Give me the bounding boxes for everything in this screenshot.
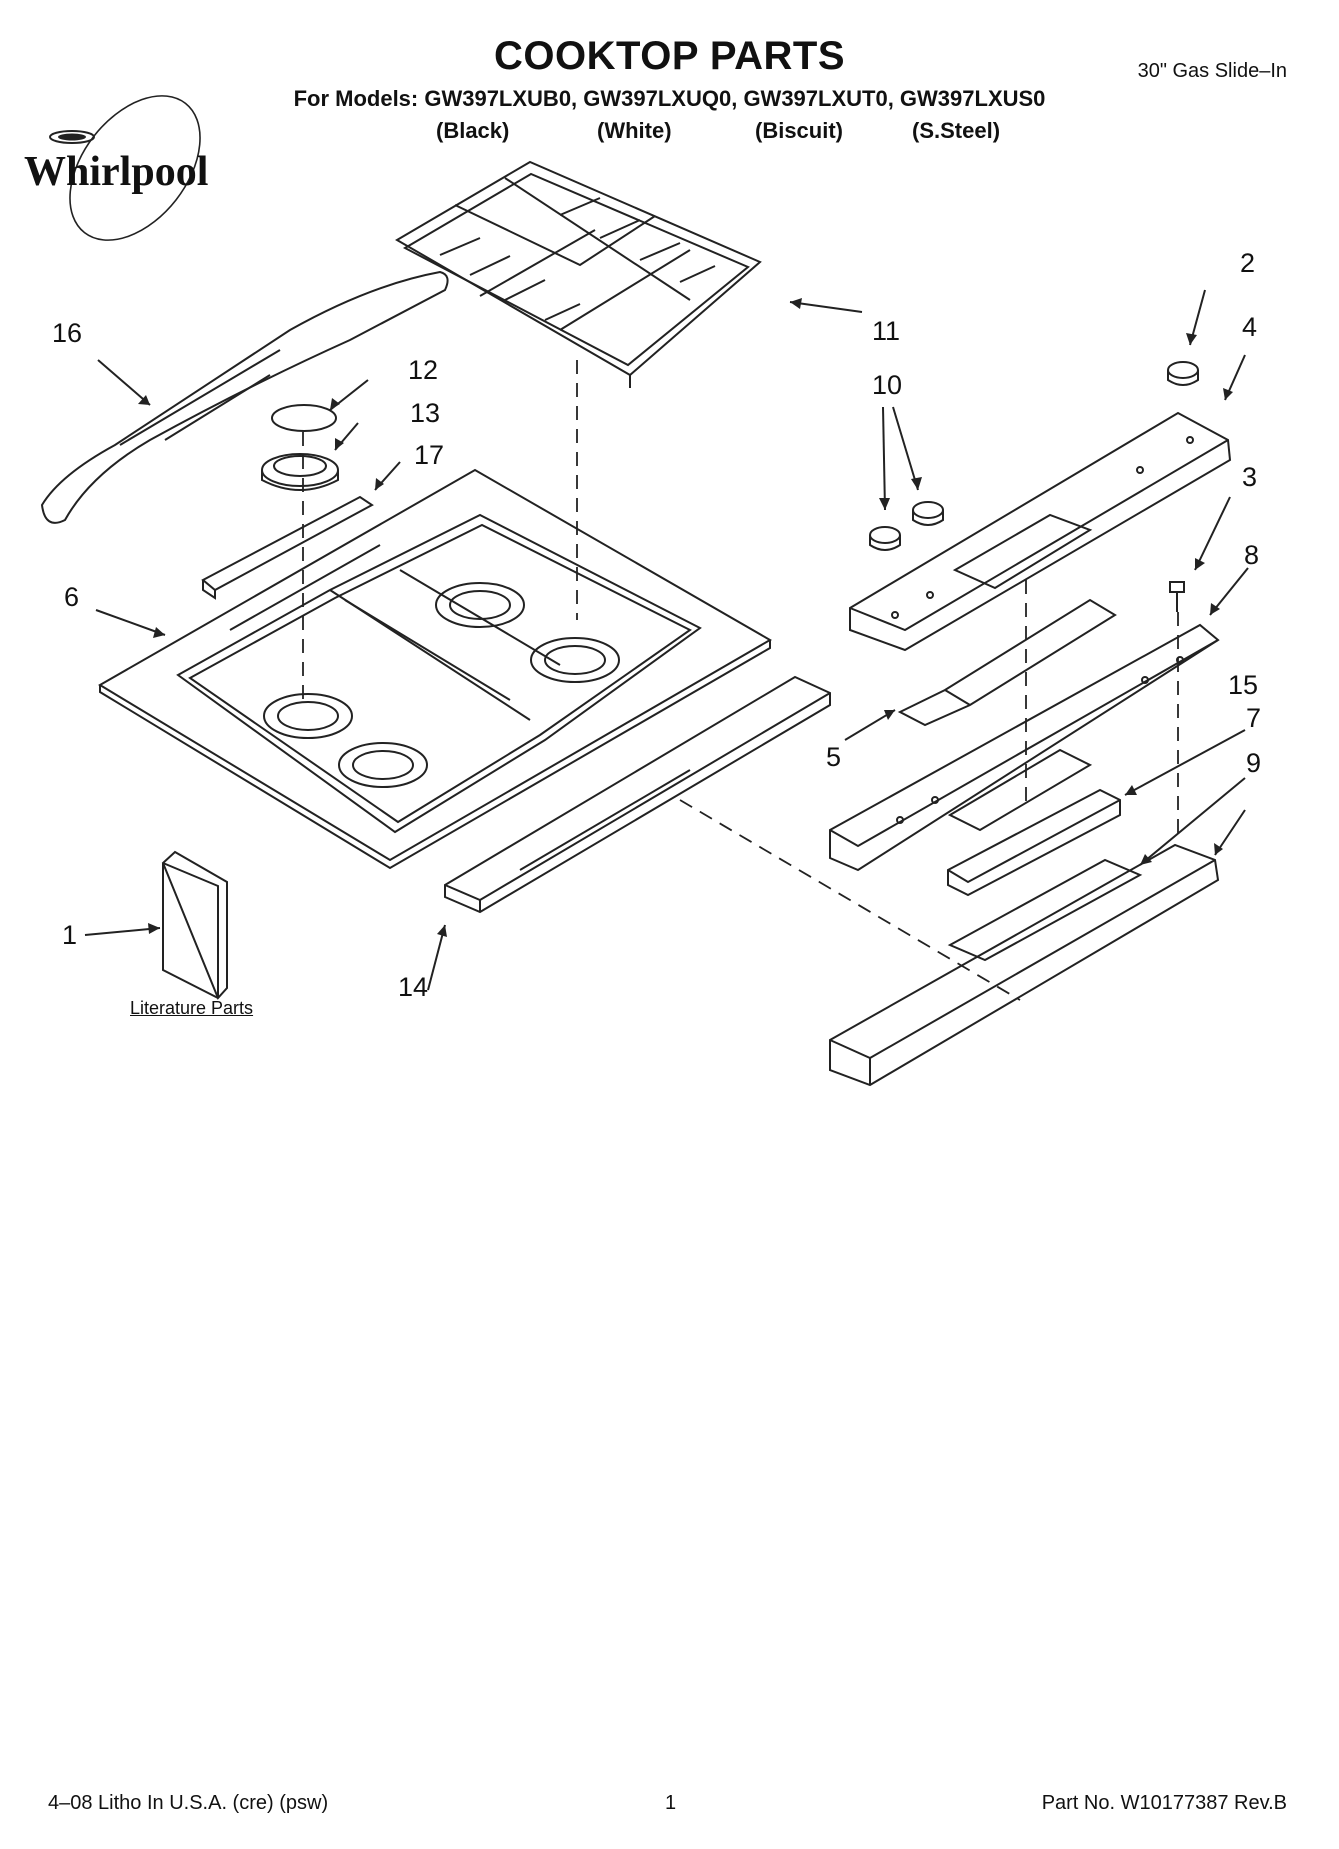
part-6-cooktop (98, 468, 772, 870)
part-11-grate (395, 160, 762, 388)
callout-9: 9 (1246, 748, 1262, 778)
part-1-literature (161, 850, 228, 1000)
part-10-knobs (869, 501, 944, 551)
callout-4: 4 (1242, 312, 1258, 342)
variant-biscuit: (Biscuit) (755, 118, 843, 143)
callout-2: 2 (1240, 248, 1256, 278)
variant-white: (White) (597, 118, 672, 143)
footer-litho: 4–08 Litho In U.S.A. (cre) (psw) (48, 1792, 329, 1814)
variant-steel: (S.Steel) (912, 118, 1001, 143)
callout-1: 1 (62, 920, 78, 950)
variant-black: (Black) (436, 118, 510, 143)
part-15-control-board (947, 788, 1121, 897)
part-3-screw (1169, 581, 1185, 612)
whirlpool-logo: Whirlpool (24, 95, 208, 241)
svg-text:Whirlpool: Whirlpool (24, 149, 208, 195)
callout-6: 6 (64, 582, 80, 612)
callout-11: 11 (872, 316, 901, 346)
footer-page-number: 1 (665, 1792, 677, 1814)
literature-parts-label: Literature Parts (130, 998, 254, 1018)
callout-17: 17 (414, 440, 445, 470)
callout-14: 14 (398, 972, 429, 1002)
page-title: COOKTOP PARTS (494, 34, 845, 78)
callout-16: 16 (52, 318, 83, 348)
callout-10: 10 (872, 370, 903, 400)
callout-13: 13 (410, 398, 441, 428)
part-2-knob (1167, 361, 1199, 386)
callout-7: 7 (1246, 703, 1262, 733)
callout-5: 5 (826, 742, 842, 772)
part-16-vent-trim (40, 270, 449, 524)
part-5-bracket (897, 598, 1117, 727)
footer-part-number: Part No. W10177387 Rev.B (1041, 1792, 1287, 1814)
part-12-burner-cap (271, 404, 337, 432)
part-17-seal-strip (201, 495, 374, 600)
callout-3: 3 (1242, 462, 1258, 492)
callout-8: 8 (1244, 540, 1260, 570)
part-14-front-bracket (444, 675, 831, 914)
callout-12: 12 (408, 355, 439, 385)
part-4-control-panel (849, 411, 1232, 652)
models-line: For Models: GW397LXUB0, GW397LXUQ0, GW39… (293, 86, 1046, 111)
callout-15: 15 (1228, 670, 1259, 700)
part-8-panel-trim (829, 623, 1220, 872)
part-13-burner-base (261, 453, 339, 491)
part-7-overlay (947, 858, 1143, 962)
product-type: 30" Gas Slide–In (1137, 60, 1287, 82)
part-9-front-trim (829, 843, 1220, 1087)
